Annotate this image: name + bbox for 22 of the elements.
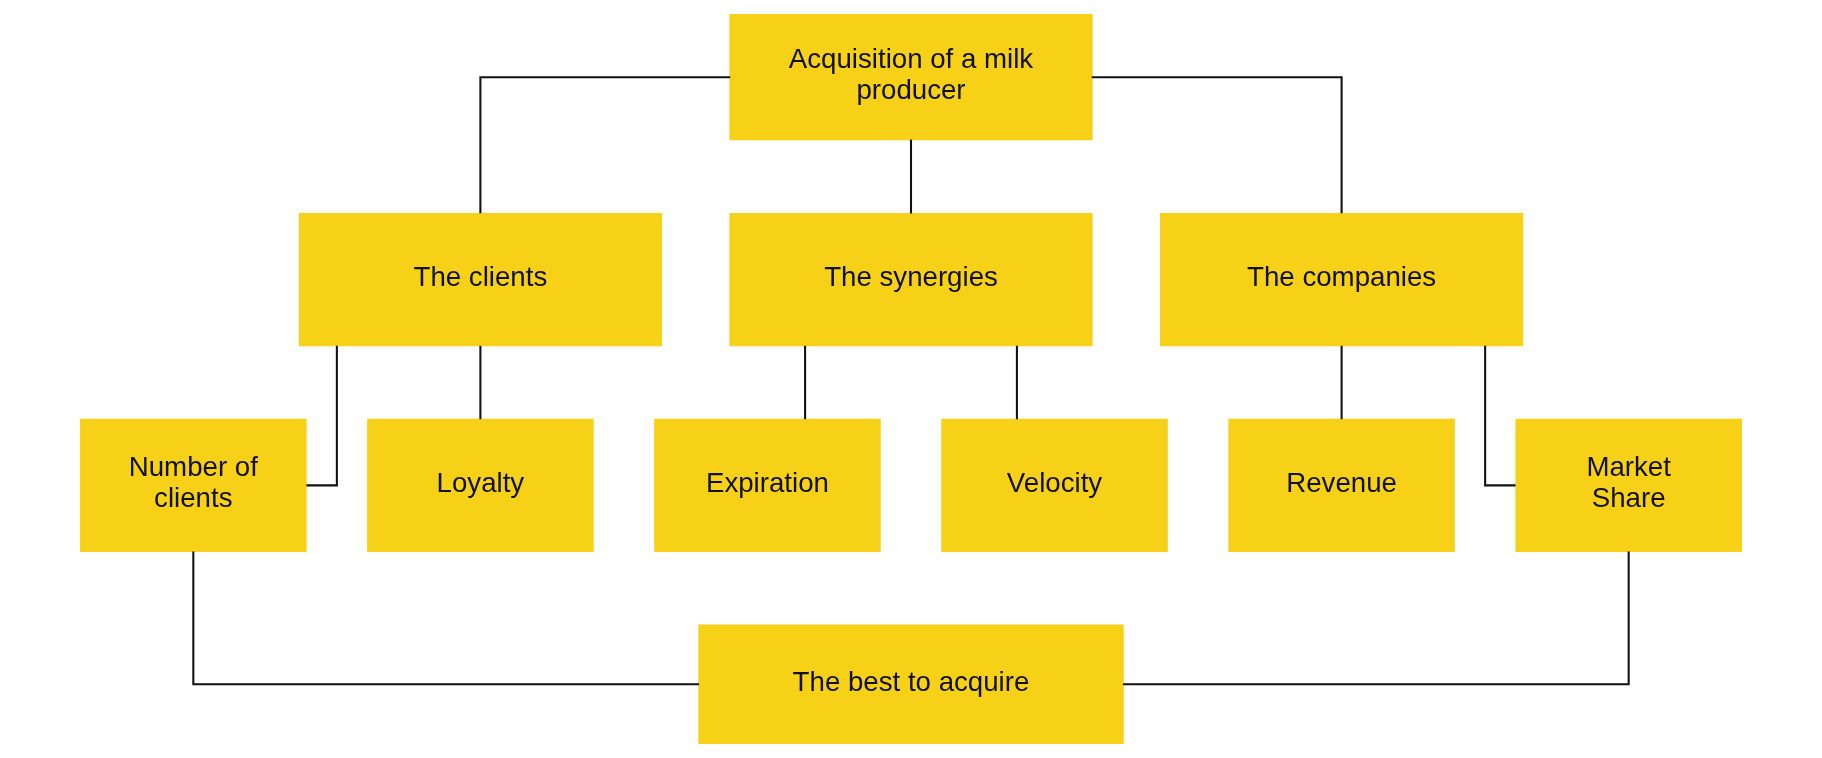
node-box: Acquisition of a milk producer <box>729 14 1093 141</box>
connector <box>1484 345 1516 487</box>
node-box: The clients <box>298 213 662 347</box>
node-box: Velocity <box>941 418 1168 552</box>
connector <box>1340 345 1343 420</box>
node-box: Market Share <box>1515 418 1742 552</box>
node-box: Loyalty <box>367 418 594 552</box>
connector <box>909 139 913 214</box>
connector <box>479 76 731 214</box>
connector <box>192 551 700 686</box>
connector <box>1091 76 1343 214</box>
node-box: Number of clients <box>80 418 307 552</box>
connector <box>479 345 482 420</box>
node-box: The best to acquire <box>698 624 1124 744</box>
connector <box>306 345 338 487</box>
connector <box>1122 551 1630 686</box>
node-box: Expiration <box>654 418 881 552</box>
node-box: The companies <box>1160 213 1524 347</box>
connector <box>804 345 807 420</box>
node-box: Revenue <box>1228 418 1455 552</box>
node-box: The synergies <box>729 213 1093 347</box>
connector <box>1015 345 1018 420</box>
